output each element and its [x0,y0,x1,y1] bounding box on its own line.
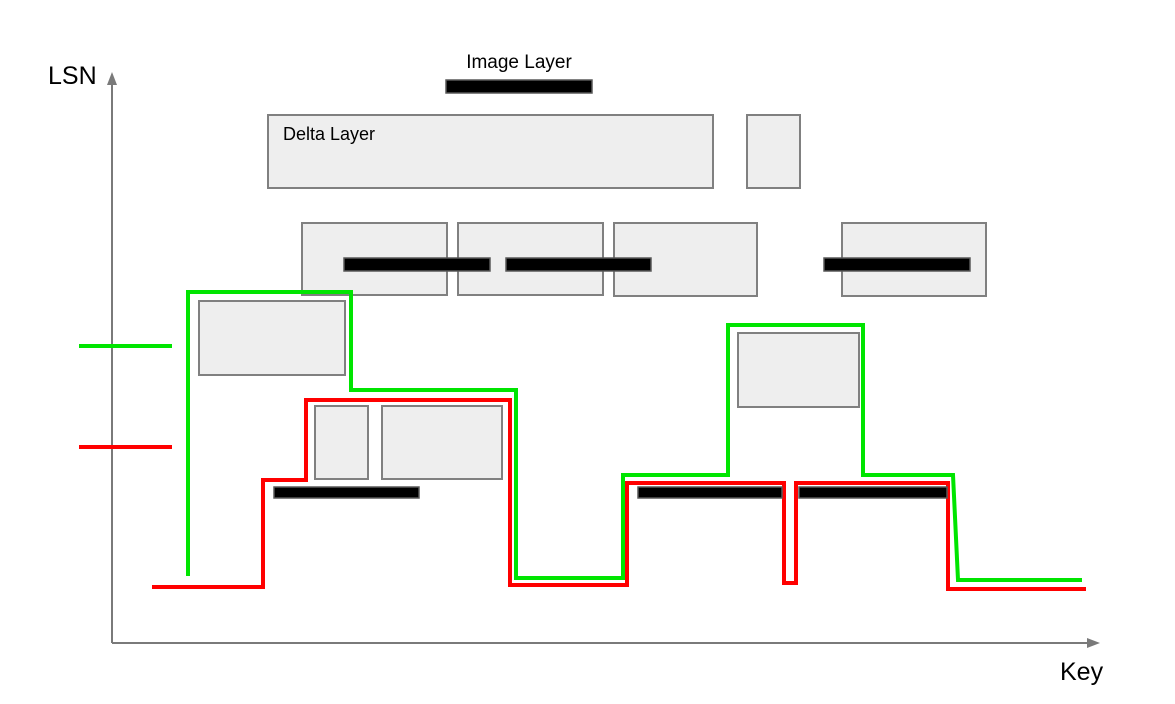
delta-layer-box [267,114,714,189]
image-layer-bar-3 [823,257,971,272]
image-layer-bar-4 [273,486,420,499]
y-axis-arrowhead [107,72,117,85]
green-branch-box-right [737,332,860,408]
image-layer-bar-5 [637,486,783,499]
image-layer-legend-bar [445,79,593,94]
y-axis-label: LSN [48,62,97,90]
red-branch-box-large [381,405,503,480]
green-branch-box-left [198,300,346,376]
x-axis-arrowhead [1087,638,1100,648]
image-layer-bar-1 [343,257,491,272]
red-branch-box-small [314,405,369,480]
x-axis-label: Key [1060,658,1104,686]
green-branch-line [186,290,1082,582]
image-layer-bar-6 [798,486,948,499]
red-branch-line [152,398,1086,591]
image-layer-bar-2 [505,257,652,272]
image-layer-legend-label: Image Layer [466,52,572,73]
delta-top-small-box [746,114,801,189]
delta-layer-label: Delta Layer [283,124,376,144]
